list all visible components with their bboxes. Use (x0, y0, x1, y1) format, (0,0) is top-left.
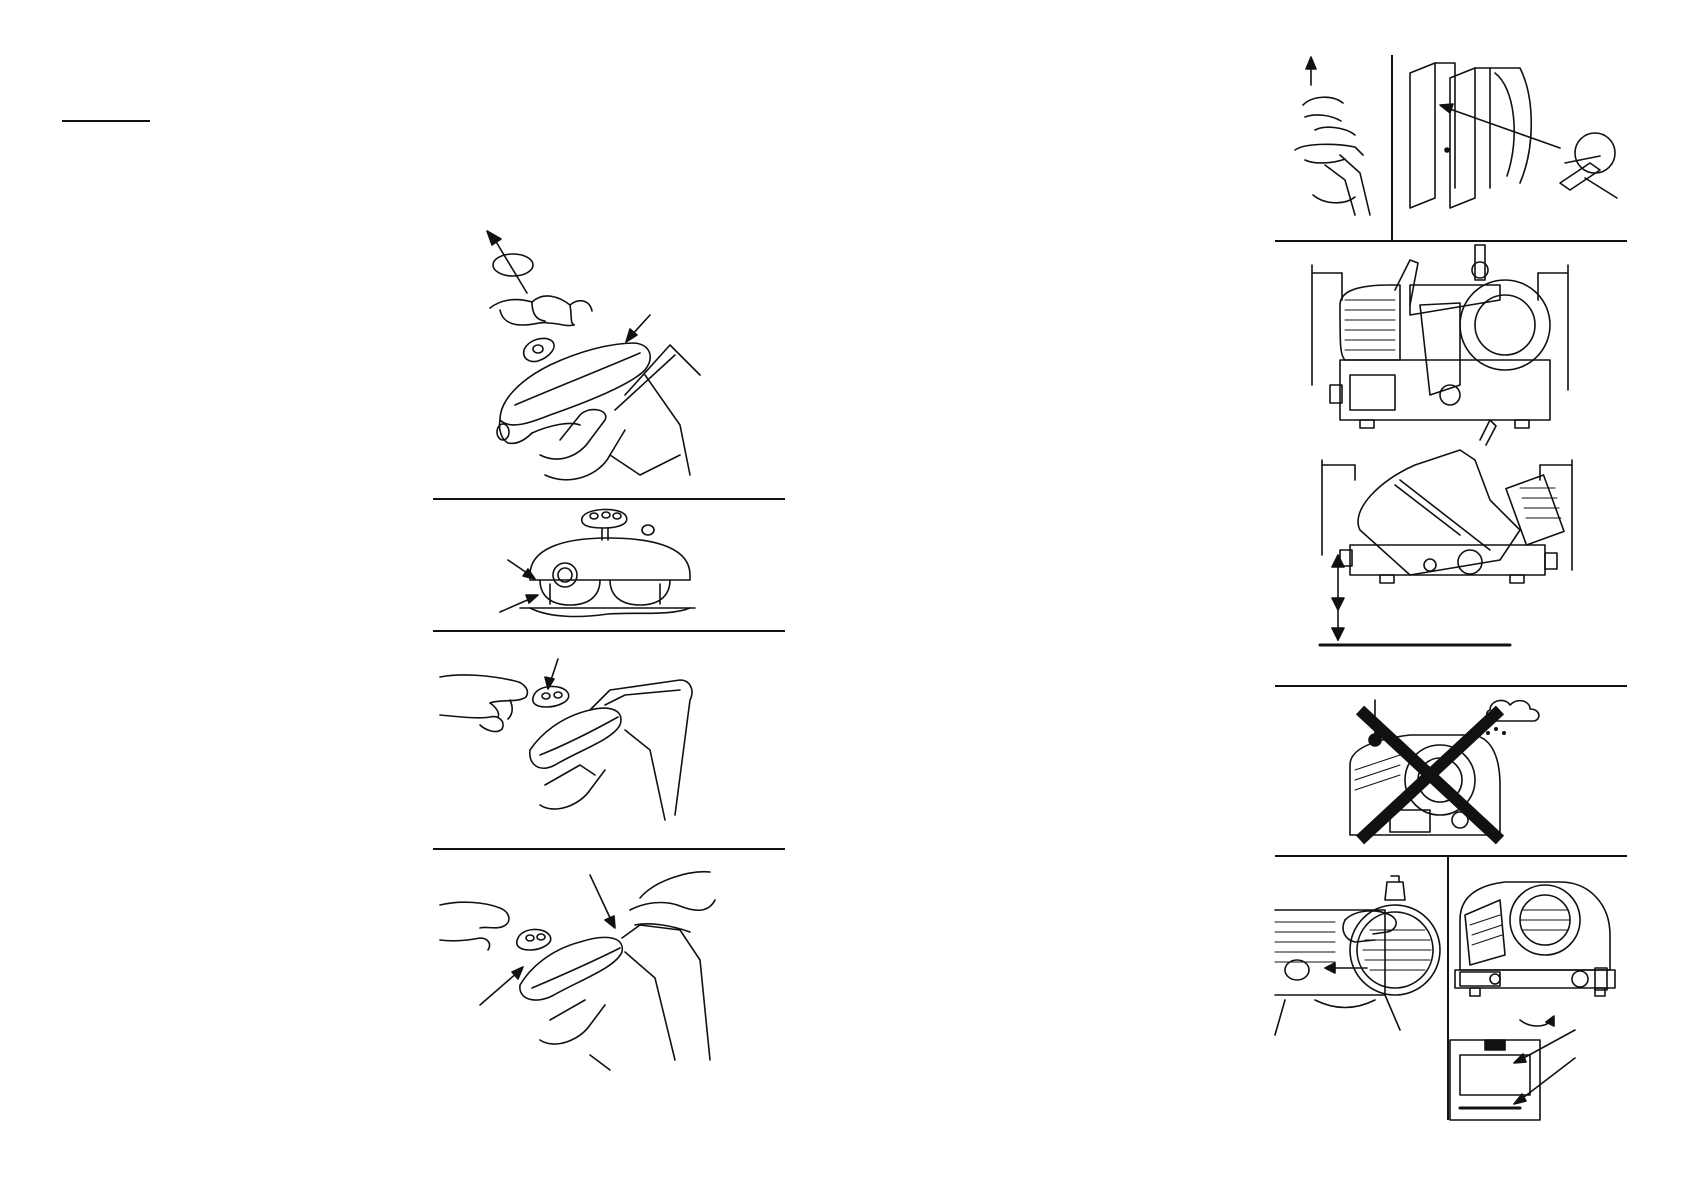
right-divider-3 (1275, 855, 1627, 857)
knob-lift-step (440, 225, 700, 495)
arrow-icon (1440, 104, 1560, 148)
knob-press-step (440, 655, 710, 825)
rotate-arrow-icon (487, 231, 533, 293)
dimension-icon (1312, 265, 1568, 390)
arrow-icon (626, 315, 650, 342)
right-top-divider-vertical (1391, 55, 1393, 240)
arrow-icon (545, 659, 558, 689)
guard-front-view-step (490, 500, 740, 620)
arrow-icon (1514, 1030, 1575, 1104)
right-bottom-divider-vertical (1447, 855, 1449, 1120)
arrow-icon (480, 875, 615, 1005)
left-divider-2 (433, 630, 785, 632)
blade-cleaning-step (1275, 860, 1445, 1035)
feet-check-step (1450, 860, 1630, 1120)
forbidden-environment (1330, 695, 1560, 845)
carriage-assembly-step (1395, 58, 1620, 218)
guard-fit-step (440, 870, 720, 1070)
right-divider-1 (1275, 240, 1627, 242)
clearance-front-view (1300, 440, 1600, 680)
clearance-side-view (1300, 245, 1600, 445)
arrow-icon (1306, 57, 1316, 85)
left-divider-3 (433, 848, 785, 850)
right-divider-2 (1275, 685, 1627, 687)
heading-underline (62, 120, 150, 122)
lift-handle-step (1285, 55, 1395, 205)
arrow-icon (500, 560, 538, 612)
